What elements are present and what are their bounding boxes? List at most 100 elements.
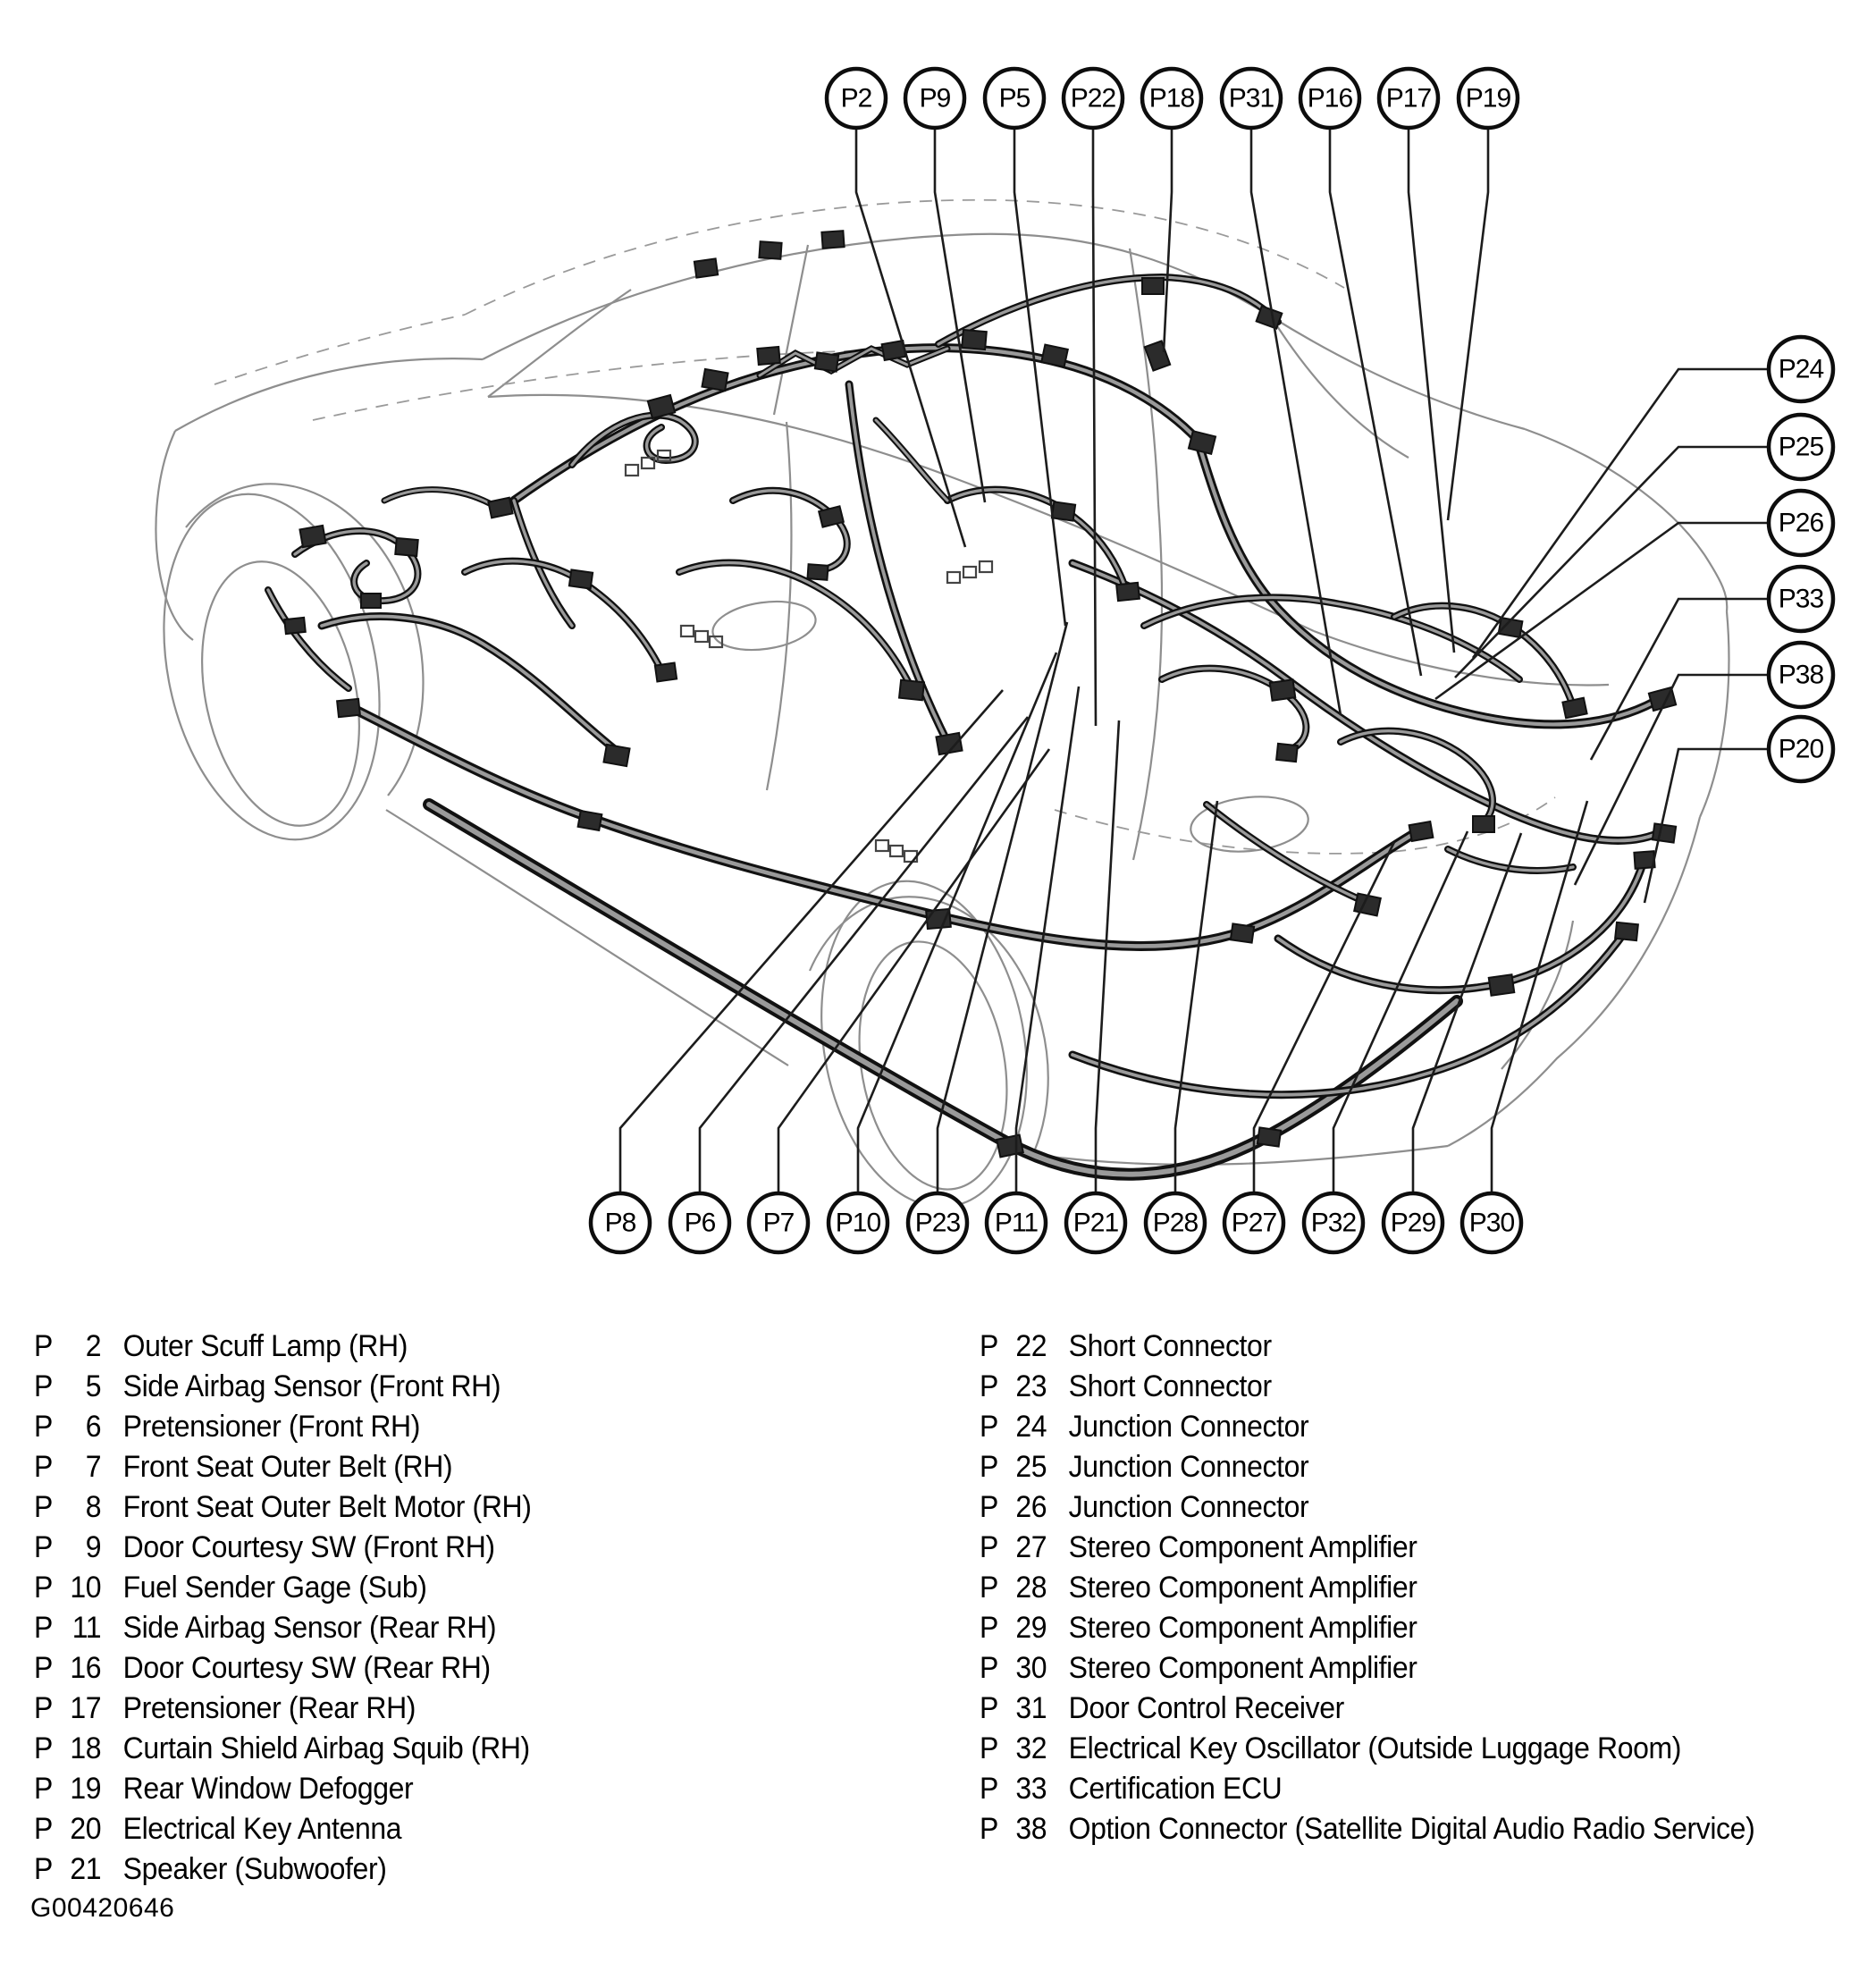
connector-block: [1256, 1126, 1283, 1148]
callout-p20: P20: [1766, 714, 1836, 784]
connector-block: [336, 697, 361, 719]
connector-block: [360, 593, 382, 609]
connector-block: [756, 345, 781, 366]
connector-block: [1187, 429, 1217, 456]
clip-marker: [708, 635, 724, 649]
leader-line: [1014, 686, 1081, 1193]
connector-block: [820, 230, 845, 249]
clip-marker: [656, 449, 672, 463]
legend-code-letter: P: [34, 1450, 53, 1484]
connector-block: [693, 257, 719, 279]
connector-block: [646, 393, 677, 420]
leader-line: [1094, 720, 1121, 1193]
connector-block: [758, 240, 783, 260]
leader-line: [618, 689, 1004, 1193]
callout-p29: P29: [1381, 1191, 1445, 1255]
legend-code-letter: P: [34, 1369, 53, 1403]
svg-text:P24: P24: [1779, 355, 1824, 384]
legend-connector-name: Electrical Key Oscillator (Outside Lugga…: [1068, 1731, 1682, 1765]
leader-line: [1411, 832, 1523, 1193]
legend-connector-name: Outer Scuff Lamp (RH): [122, 1329, 408, 1363]
legend-connector-name: Speaker (Subwoofer): [122, 1852, 387, 1886]
callout-leader-lines: [618, 128, 1769, 1193]
leader-line: [1249, 128, 1342, 716]
leader-line: [1252, 841, 1396, 1193]
clip-marker: [694, 629, 710, 644]
legend-code-letter: P: [980, 1812, 998, 1846]
svg-text:P31: P31: [1229, 84, 1274, 114]
clip-marker: [946, 570, 962, 585]
callout-p7: P7: [746, 1191, 811, 1255]
legend-code-number: 9: [85, 1530, 102, 1564]
callout-p28: P28: [1143, 1191, 1207, 1255]
legend-row-p22: P 22 Short Connector: [980, 1329, 1272, 1370]
legend-connector-name: Pretensioner (Rear RH): [122, 1691, 416, 1725]
legend-connector-name: Short Connector: [1068, 1329, 1272, 1363]
svg-text:P29: P29: [1391, 1209, 1436, 1238]
legend-connector-name: Stereo Component Amplifier: [1068, 1651, 1417, 1685]
legend-code-letter: P: [34, 1852, 53, 1886]
legend-code-number: 18: [70, 1731, 102, 1765]
leader-line: [1573, 673, 1769, 886]
legend-code-number: 19: [70, 1772, 102, 1806]
legend-connector-name: Pretensioner (Front RH): [122, 1410, 421, 1444]
callout-p25: P25: [1766, 412, 1836, 482]
connector-block: [806, 563, 829, 581]
callout-p33: P33: [1766, 564, 1836, 634]
callout-p38: P38: [1766, 640, 1836, 710]
svg-text:P5: P5: [999, 84, 1030, 114]
svg-text:P19: P19: [1466, 84, 1511, 114]
leader-line: [1407, 128, 1456, 653]
connector-block: [1255, 305, 1283, 330]
legend-code-number: 33: [1015, 1772, 1047, 1806]
legend-connector-name: Door Control Receiver: [1068, 1691, 1345, 1725]
legend-code-letter: P: [34, 1329, 53, 1363]
legend-code-letter: P: [34, 1812, 53, 1846]
svg-text:P33: P33: [1779, 585, 1824, 614]
connector-block: [1040, 343, 1069, 368]
leader-line: [1446, 128, 1490, 521]
connector-block: [1561, 696, 1588, 720]
legend-code-letter: P: [980, 1772, 998, 1806]
legend-code-number: 32: [1015, 1731, 1047, 1765]
legend-code-number: 22: [1015, 1329, 1047, 1363]
legend-code-letter: P: [980, 1731, 998, 1765]
legend-code-number: 10: [70, 1571, 102, 1605]
legend-code-number: 11: [72, 1611, 102, 1645]
callout-p6: P6: [668, 1191, 732, 1255]
svg-text:P7: P7: [763, 1209, 795, 1238]
svg-text:P21: P21: [1073, 1209, 1119, 1238]
legend-code-number: 5: [85, 1369, 102, 1403]
callout-p9: P9: [903, 66, 967, 131]
legend-connector-name: Door Courtesy SW (Rear RH): [122, 1651, 491, 1685]
leader-line: [856, 652, 1058, 1193]
leader-line: [1454, 445, 1769, 678]
callout-p5: P5: [982, 66, 1047, 131]
callout-p16: P16: [1298, 66, 1362, 131]
callout-p32: P32: [1301, 1191, 1366, 1255]
legend-code-letter: P: [980, 1571, 998, 1605]
legend-connector-name: Front Seat Outer Belt Motor (RH): [122, 1490, 532, 1524]
legend-code-number: 6: [85, 1410, 102, 1444]
legend-code-letter: P: [980, 1329, 998, 1363]
svg-text:P16: P16: [1308, 84, 1353, 114]
legend-connector-name: Junction Connector: [1068, 1410, 1309, 1444]
clip-marker: [888, 844, 904, 858]
callout-p11: P11: [984, 1191, 1048, 1255]
clip-marker: [874, 838, 890, 853]
callout-p8: P8: [588, 1191, 652, 1255]
legend-code-number: 7: [85, 1450, 102, 1484]
callout-p31: P31: [1219, 66, 1283, 131]
leader-line: [933, 128, 987, 503]
legend-code-number: 24: [1015, 1410, 1047, 1444]
